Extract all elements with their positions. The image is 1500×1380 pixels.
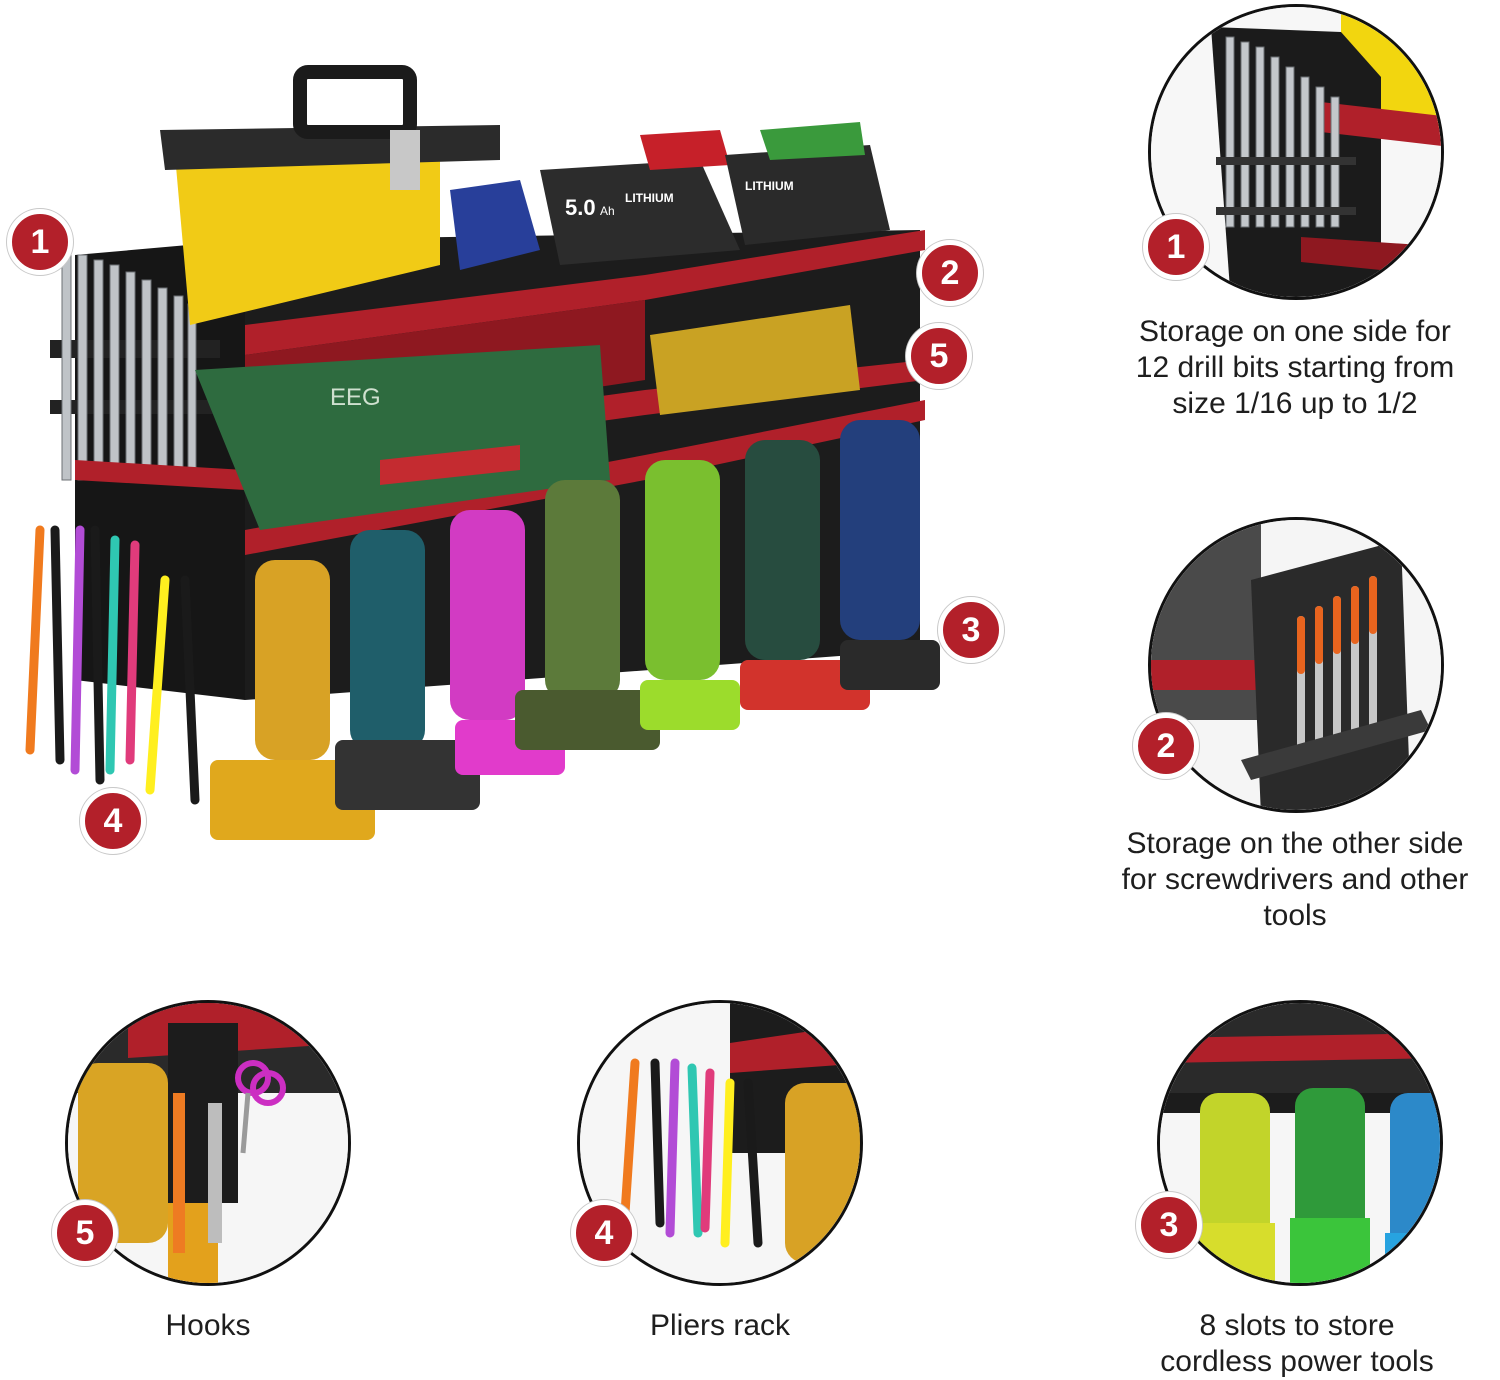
product-illustration: 5.0 Ah LITHIUM LITHIUM EEG (25, 65, 940, 840)
detail-circle-power-tool-slots (1157, 1000, 1443, 1286)
badge-5-detail: 5 (52, 1200, 118, 1266)
badge-2-main: 2 (917, 240, 983, 306)
badge-4-main: 4 (80, 788, 146, 854)
feature-2-line-3: tools (1263, 899, 1327, 932)
detail-circle-screwdrivers (1148, 517, 1444, 813)
feature-5-caption: Hooks (58, 1308, 358, 1344)
feature-4-caption: Pliers rack (570, 1308, 870, 1344)
badge-2-detail: 2 (1133, 713, 1199, 779)
feature-3-caption: 8 slots to store cordless power tools (1097, 1308, 1497, 1380)
battery-capacity-text: 5.0 (565, 195, 596, 220)
battery-unit-text: Ah (600, 204, 615, 218)
feature-2-line-1: Storage on the other side (1126, 827, 1464, 860)
pliers-graphic (25, 525, 200, 805)
feature-2-line-2: for screwdrivers and other (1121, 863, 1469, 896)
power-tool-slots-detail-graphic (1160, 1003, 1440, 1283)
feature-1-line-3: size 1/16 up to 1/2 (1172, 387, 1418, 420)
pliers-detail-graphic (580, 1003, 860, 1283)
detail-circle-drill-bits (1148, 4, 1444, 300)
feature-2-caption: Storage on the other side for screwdrive… (1090, 826, 1500, 934)
battery-brand-2-text: LITHIUM (745, 179, 794, 193)
feature-3-line-1: 8 slots to store (1199, 1309, 1395, 1342)
feature-1-caption: Storage on one side for 12 drill bits st… (1090, 314, 1500, 422)
case-logo-text: EEG (330, 384, 381, 411)
feature-4-line-1: Pliers rack (649, 1309, 791, 1342)
drill-bit-holder (50, 249, 220, 481)
feature-1-line-1: Storage on one side for (1139, 315, 1451, 348)
tool-case-graphic: EEG (195, 345, 610, 530)
feature-1-line-2: 12 drill bits starting from (1135, 351, 1455, 384)
screwdrivers-detail-graphic (1151, 520, 1441, 810)
battery-green: LITHIUM (725, 122, 890, 245)
feature-3-line-2: cordless power tools (1160, 1345, 1434, 1378)
badge-5-main: 5 (906, 323, 972, 389)
battery-brand-text: LITHIUM (625, 191, 674, 205)
badge-3-detail: 3 (1136, 1192, 1202, 1258)
drills-row (210, 420, 940, 840)
badge-1-detail: 1 (1143, 214, 1209, 280)
feature-5-line-1: Hooks (165, 1309, 251, 1342)
badge-3-main: 3 (938, 597, 1004, 663)
battery-red: 5.0 Ah LITHIUM (540, 130, 740, 265)
toolbox-graphic (160, 65, 500, 325)
badge-1-main: 1 (7, 209, 73, 275)
badge-4-detail: 4 (571, 1200, 637, 1266)
detail-circle-pliers (577, 1000, 863, 1286)
